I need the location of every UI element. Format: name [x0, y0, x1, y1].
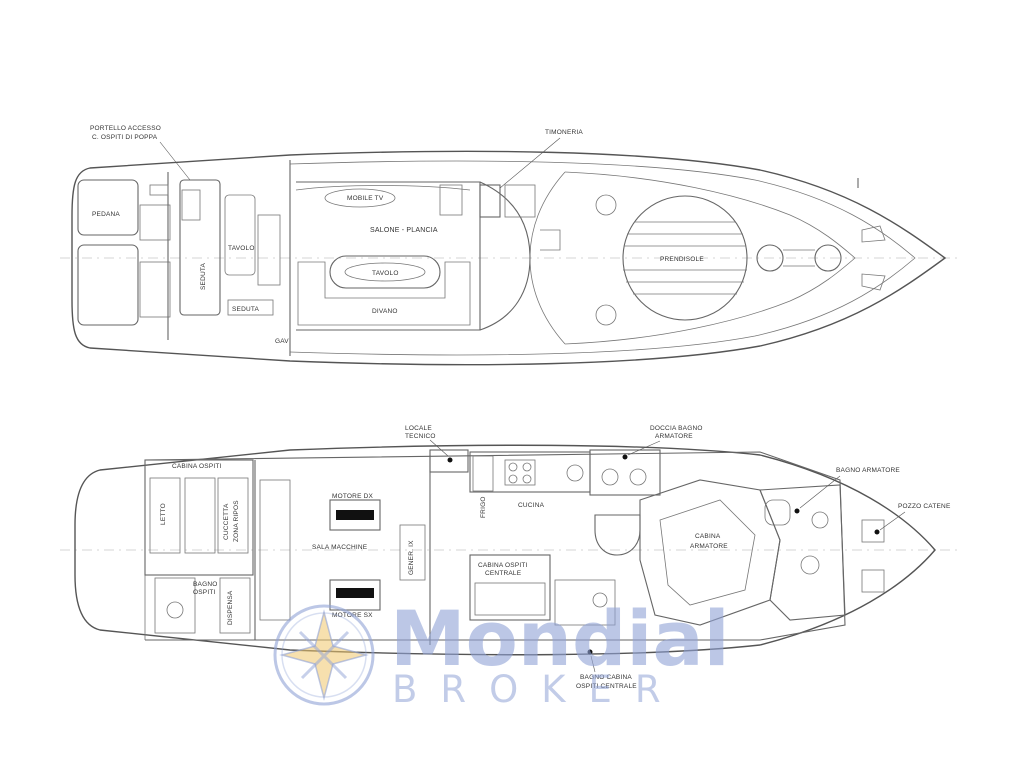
label-genset: GENER. IX: [408, 540, 415, 575]
label-cabina-armatore-1: CABINA: [695, 533, 721, 540]
label-pedana: PEDANA: [92, 211, 120, 218]
label-salone-plancia: SALONE - PLANCIA: [370, 227, 438, 234]
label-sala-macchine: SALA MACCHINE: [312, 544, 368, 551]
label-bagno-armatore: BAGNO ARMATORE: [836, 467, 900, 474]
lower-hull-outline: [74, 444, 936, 656]
label-portello-2: C. OSPITI DI POPPA: [92, 134, 158, 141]
label-cucina: CUCINA: [518, 502, 545, 509]
upper-hull-outline: [71, 150, 947, 366]
label-dispensa: DISPENSA: [227, 590, 234, 625]
label-timoneria: TIMONERIA: [545, 129, 583, 136]
lower-deck-plan: CABINA OSPITI LETTO CUCCETTA ZONA RIPOS …: [60, 425, 960, 690]
label-motore-1: MOTORE DX: [332, 493, 374, 500]
label-mobile-tv: MOBILE TV: [347, 195, 384, 202]
label-frigo: FRIGO: [480, 496, 487, 518]
label-bagno-ospiti-2: OSPITI: [193, 589, 216, 596]
compass-star-icon: [273, 604, 375, 706]
watermark-brand: Mondial: [390, 594, 730, 683]
label-doccia-1: DOCCIA BAGNO: [650, 425, 703, 432]
label-seduta-2: SEDUTA: [232, 306, 260, 313]
label-portello-1: PORTELLO ACCESSO: [90, 125, 161, 132]
label-cabina-ospiti: CABINA OSPITI: [172, 463, 222, 470]
label-prendisole: PRENDISOLE: [660, 256, 704, 263]
upper-deck-plan: PEDANA TAVOLO SEDUTA SEDUTA GAV MOBILE T…: [60, 125, 960, 366]
label-seduta: SEDUTA: [200, 262, 207, 290]
label-cabina-centrale-2: CENTRALE: [485, 570, 522, 577]
label-gav: GAV: [275, 338, 289, 345]
label-cuccetta-1: CUCCETTA: [223, 503, 230, 540]
label-bagno-cabina-2: OSPITI CENTRALE: [576, 683, 637, 690]
label-cuccetta-2: ZONA RIPOS: [233, 500, 240, 542]
prendisole-slats: [623, 221, 747, 295]
label-tavolo-salone: TAVOLO: [372, 270, 399, 277]
label-cabina-centrale-1: CABINA OSPITI: [478, 562, 528, 569]
label-cabina-armatore-2: ARMATORE: [690, 543, 728, 550]
label-letto: LETTO: [160, 503, 167, 525]
label-pozzo-catene: POZZO CATENE: [898, 503, 951, 510]
label-divano: DIVANO: [372, 308, 398, 315]
mondial-broker-watermark: Mondial BROKER: [273, 594, 730, 711]
label-bagno-ospiti-1: BAGNO: [193, 581, 217, 588]
label-locale-1: LOCALE: [405, 425, 432, 432]
label-locale-2: TECNICO: [405, 433, 436, 440]
label-bagno-cabina-1: BAGNO CABINA: [580, 674, 632, 681]
label-tavolo-poppa: TAVOLO: [228, 245, 255, 252]
engine-starboard: MOTORE DX: [329, 493, 381, 531]
engine-port: MOTORE SX: [329, 579, 381, 619]
watermark-sub: BROKER: [392, 668, 684, 711]
label-doccia-2: ARMATORE: [655, 433, 693, 440]
